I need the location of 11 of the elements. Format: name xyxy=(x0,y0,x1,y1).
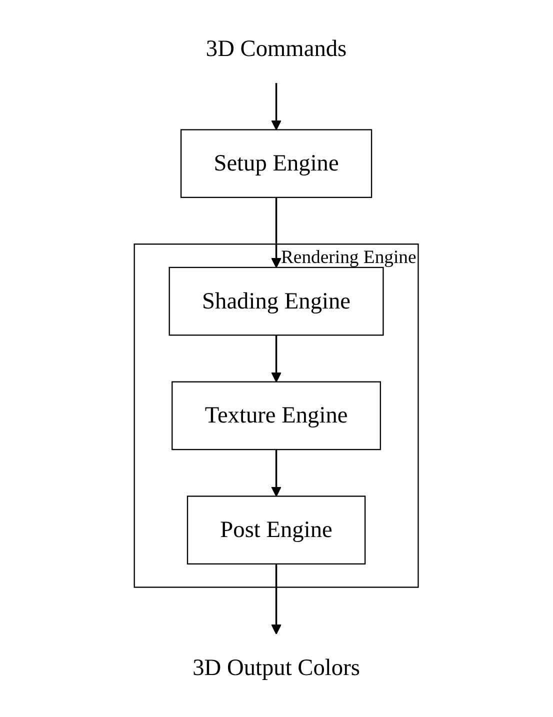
node-box: Post Engine xyxy=(187,496,366,564)
node-box: Setup Engine xyxy=(180,129,372,198)
arrow xyxy=(271,564,282,634)
node-box: Shading Engine xyxy=(169,266,384,336)
arrow xyxy=(271,197,282,268)
arrow xyxy=(271,335,282,382)
node-text: 3D Commands xyxy=(206,36,347,62)
node-text: 3D Output Colors xyxy=(192,654,360,681)
arrow xyxy=(271,450,282,497)
arrow xyxy=(271,83,282,130)
node-box: Texture Engine xyxy=(172,381,382,450)
